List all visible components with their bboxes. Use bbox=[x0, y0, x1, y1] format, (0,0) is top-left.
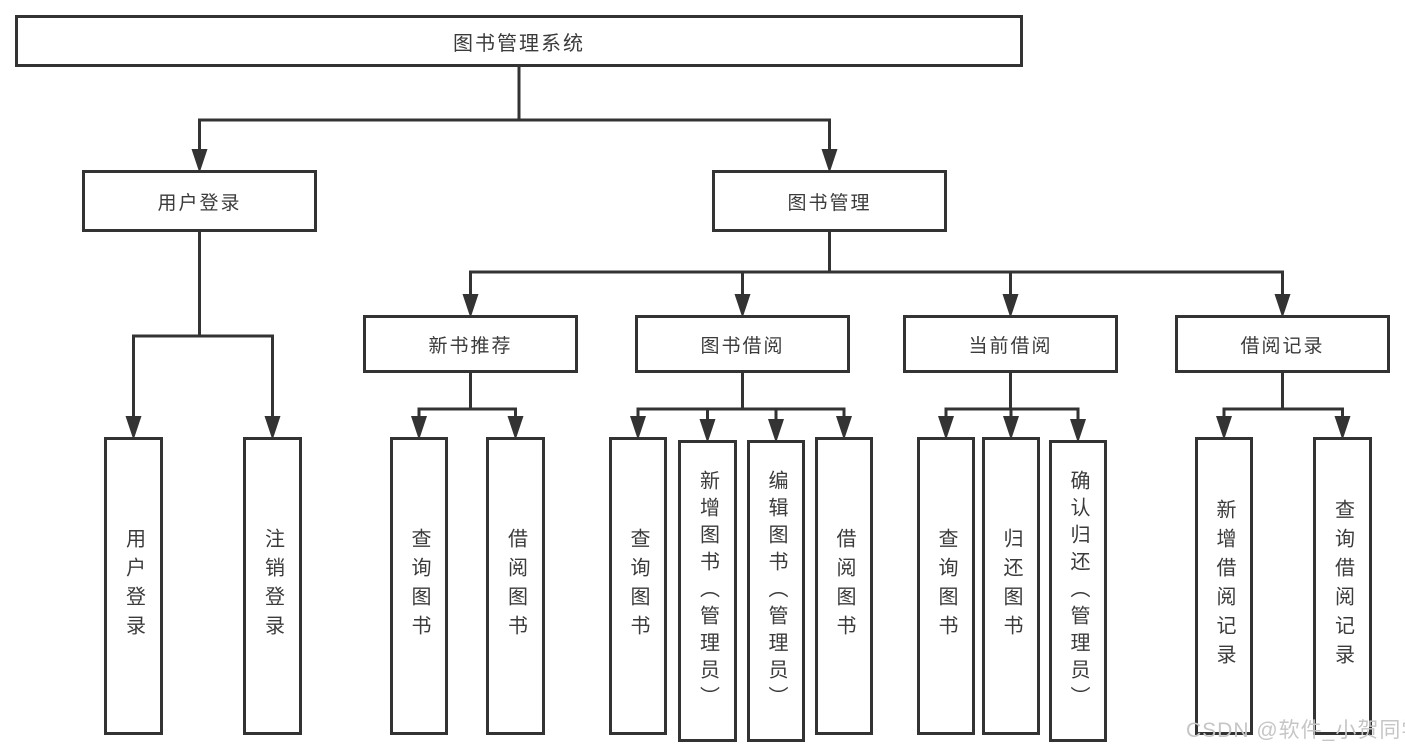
node-book-mgmt: 图书管理 bbox=[712, 170, 947, 232]
node-label: 查询图书 bbox=[935, 528, 957, 644]
node-label: 用户登录 bbox=[157, 192, 242, 214]
node-label: 新书推荐 bbox=[428, 335, 513, 357]
node-br-add: 新增借阅记录 bbox=[1195, 437, 1253, 735]
node-label: 归还图书 bbox=[1000, 528, 1022, 644]
node-cb-query: 查询图书 bbox=[917, 437, 975, 735]
node-label: 借阅图书 bbox=[833, 528, 855, 644]
node-root: 图书管理系统 bbox=[15, 15, 1023, 67]
node-label: 图书管理系统 bbox=[453, 32, 585, 55]
node-bb-query: 查询图书 bbox=[609, 437, 667, 735]
node-label: 借阅记录 bbox=[1240, 335, 1325, 357]
node-label: 编辑图书（管理员） bbox=[765, 469, 787, 713]
watermark: CSDN @软件_小贺同学 bbox=[1186, 719, 1405, 742]
node-label: 查询图书 bbox=[627, 528, 649, 644]
node-label: 新增借阅记录 bbox=[1213, 499, 1235, 673]
connector-path-book-mgmt bbox=[469, 232, 1284, 301]
node-label: 借阅图书 bbox=[504, 528, 527, 644]
node-book-borrow: 图书借阅 bbox=[635, 315, 850, 373]
node-label: 注销登录 bbox=[261, 528, 284, 644]
node-label: 新增图书（管理员） bbox=[696, 469, 719, 713]
connector-path-user-login bbox=[132, 232, 274, 423]
node-borrow-records: 借阅记录 bbox=[1175, 315, 1390, 373]
node-cb-return: 归还图书 bbox=[982, 437, 1040, 735]
node-new-book-rec: 新书推荐 bbox=[363, 315, 578, 373]
node-cb-confirm: 确认归还（管理员） bbox=[1049, 440, 1107, 742]
node-bb-edit: 编辑图书（管理员） bbox=[747, 440, 805, 742]
node-label: 确认归还（管理员） bbox=[1067, 469, 1089, 713]
node-label: 查询借阅记录 bbox=[1331, 499, 1354, 673]
node-ul-login: 用户登录 bbox=[104, 437, 163, 735]
node-label: 图书借阅 bbox=[700, 335, 785, 357]
node-label: 图书管理 bbox=[787, 192, 872, 214]
node-label: 用户登录 bbox=[122, 528, 145, 644]
node-label: 查询图书 bbox=[408, 528, 430, 644]
node-br-query: 查询借阅记录 bbox=[1313, 437, 1372, 735]
node-nb-query: 查询图书 bbox=[390, 437, 448, 735]
node-user-login: 用户登录 bbox=[82, 170, 317, 232]
connector-path-current-borrow bbox=[944, 373, 1080, 426]
node-label: 当前借阅 bbox=[968, 335, 1053, 357]
connector-path-new-book-rec bbox=[417, 373, 517, 423]
node-bb-borrow: 借阅图书 bbox=[815, 437, 873, 735]
connector-path-root bbox=[198, 67, 831, 156]
node-ul-logout: 注销登录 bbox=[243, 437, 302, 735]
connector-path-borrow-records bbox=[1222, 373, 1344, 423]
node-nb-borrow: 借阅图书 bbox=[486, 437, 545, 735]
node-bb-add: 新增图书（管理员） bbox=[678, 440, 737, 742]
node-current-borrow: 当前借阅 bbox=[903, 315, 1118, 373]
connector-path-book-borrow bbox=[636, 373, 846, 426]
